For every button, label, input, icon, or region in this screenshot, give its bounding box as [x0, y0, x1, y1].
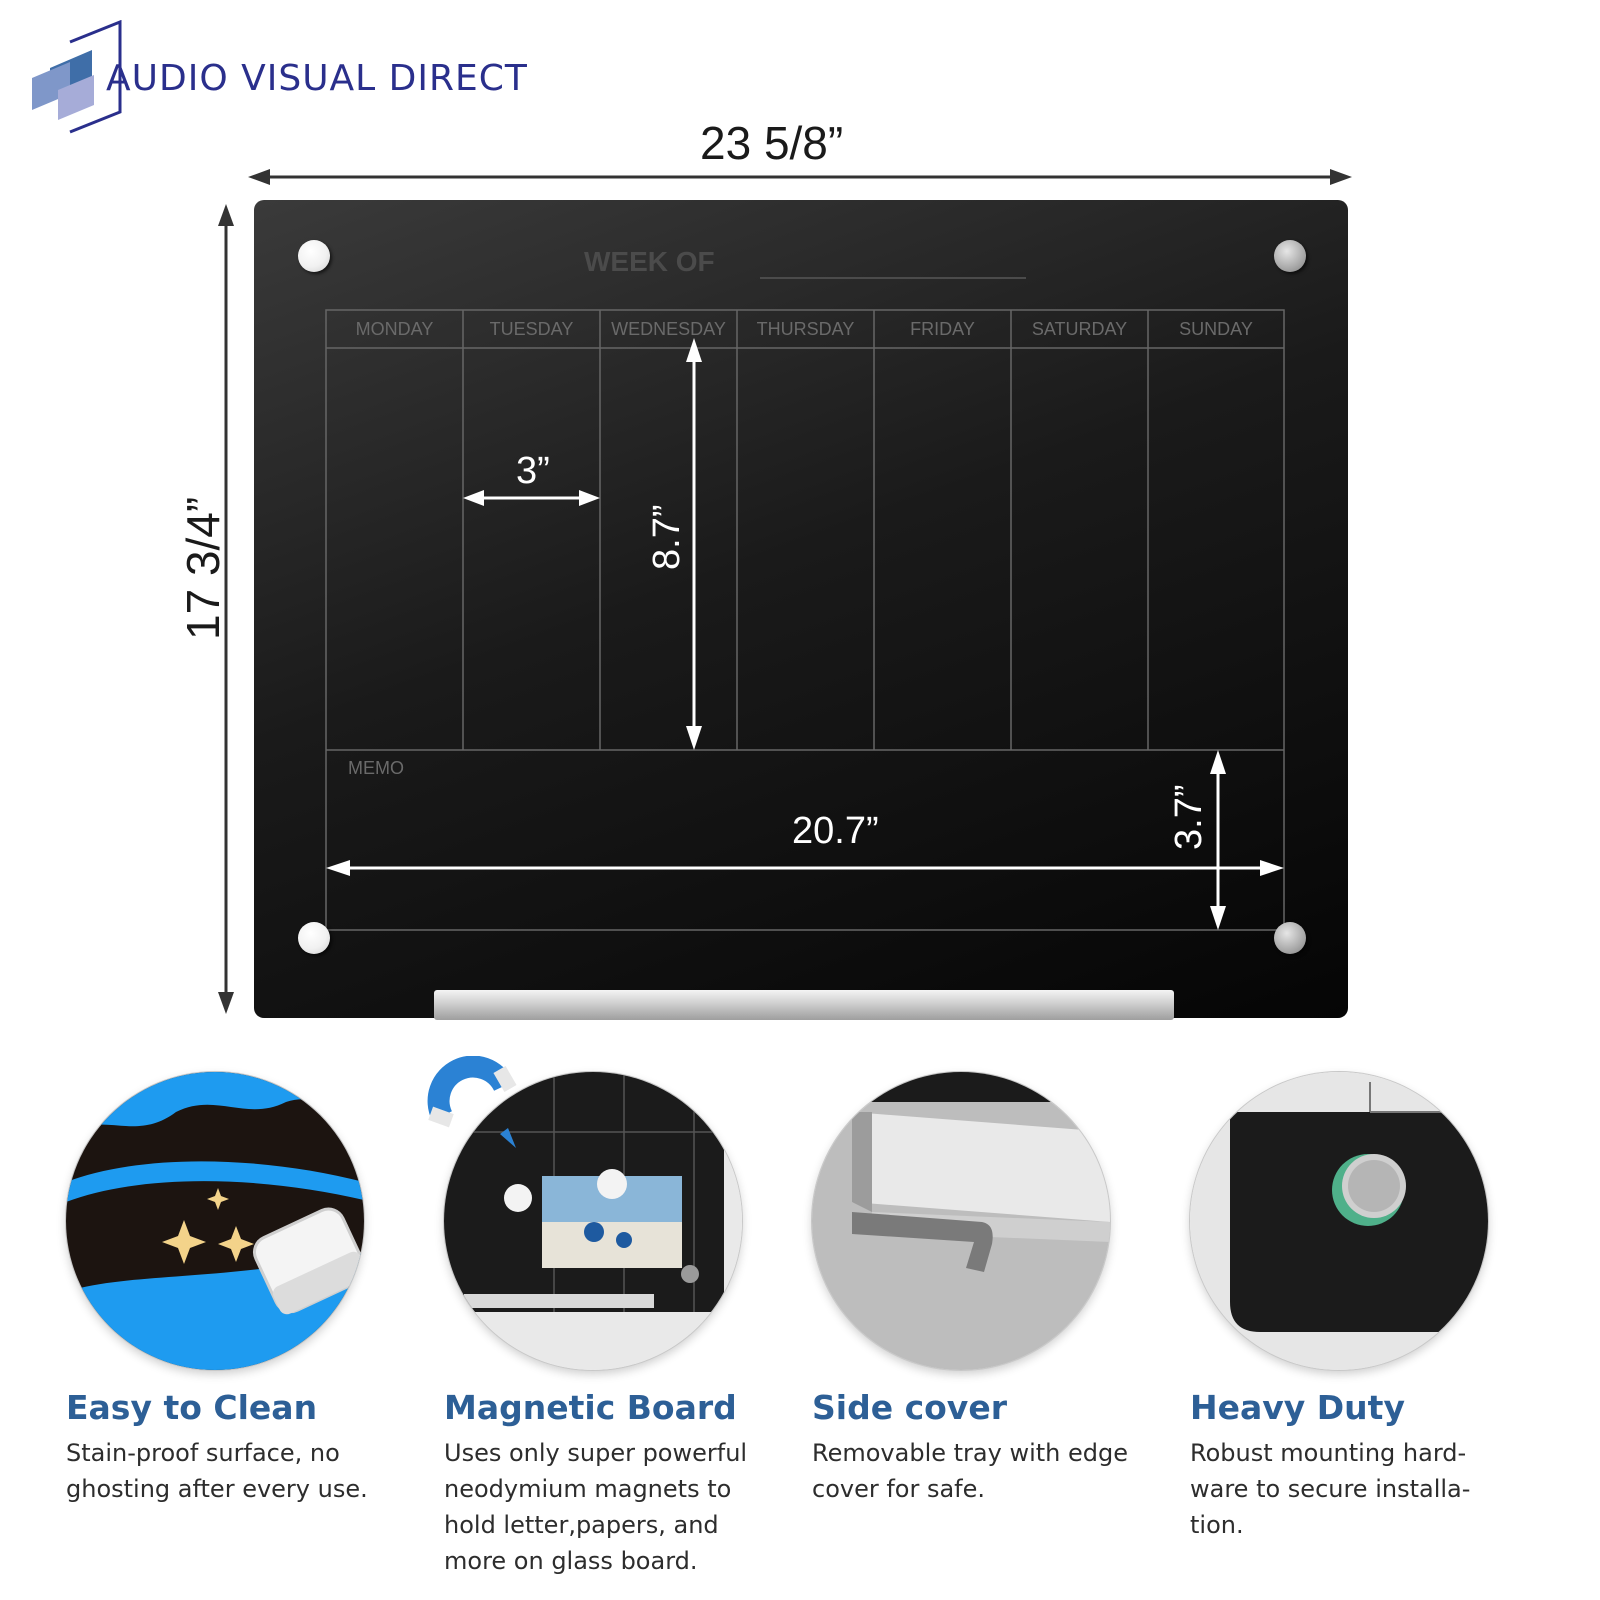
memo-label: MEMO: [348, 758, 404, 778]
feature-title: Magnetic Board: [444, 1388, 737, 1427]
feature-easy-to-clean: Easy to Clean Stain-proof surface, no gh…: [66, 1072, 396, 1507]
memo-height-label: 3.7”: [1168, 784, 1210, 850]
mounting-pin-icon: [1190, 1072, 1488, 1370]
feature-description: Robust mounting hard-ware to secure inst…: [1190, 1439, 1471, 1539]
marker-tray: [434, 990, 1174, 1020]
feature-description: Stain-proof surface, no ghosting after e…: [66, 1439, 368, 1503]
week-of-line: [760, 277, 1026, 279]
tray-cover-icon: [812, 1072, 1110, 1370]
week-of-title: WEEK OF: [584, 246, 715, 277]
day-header-wednesday: WEDNESDAY: [611, 319, 726, 339]
overall-height-label: 17 3/4”: [177, 496, 229, 640]
feature-title: Side cover: [812, 1388, 1007, 1427]
brand-name: AUDIO VISUAL DIRECT: [106, 58, 528, 99]
magnet-icon: [444, 1072, 742, 1370]
mount-pin-bottom-left: [298, 922, 330, 954]
mount-pin-top-right: [1274, 240, 1306, 272]
brand-logo-mark-icon: [32, 20, 122, 134]
feature-heavy-duty: Heavy Duty Robust mounting hard-ware to …: [1190, 1072, 1520, 1543]
day-header-monday: MONDAY: [355, 319, 434, 339]
measurement-arrows: [326, 338, 1284, 930]
feature-side-cover: Side cover Removable tray with edge cove…: [812, 1072, 1142, 1507]
feature-magnetic-board: Magnetic Board Uses only super powerful …: [427, 1056, 774, 1579]
glass-board: WEEK OF MONDAY TUESDAY WEDNESDAY THURSDA…: [254, 200, 1348, 1020]
mount-pin-top-left: [298, 240, 330, 272]
day-header-tuesday: TUESDAY: [489, 319, 574, 339]
day-header-saturday: SATURDAY: [1031, 319, 1128, 339]
horseshoe-magnet-icon: [427, 1056, 517, 1148]
overall-width-arrow: [248, 169, 1352, 185]
feature-description: Uses only super powerful neodymium magne…: [444, 1439, 748, 1575]
column-width-label: 3”: [516, 450, 550, 492]
feature-title: Heavy Duty: [1190, 1388, 1405, 1427]
mount-pin-bottom-right: [1274, 922, 1306, 954]
eraser-cleaning-icon: [66, 1072, 364, 1370]
memo-width-label: 20.7”: [792, 810, 879, 852]
feature-description: Removable tray with edge cover for safe.: [812, 1439, 1128, 1503]
day-header-sunday: SUNDAY: [1179, 319, 1253, 339]
overall-width-label: 23 5/8”: [700, 117, 844, 169]
board-grid: [325, 309, 1285, 931]
brand-logo: AUDIO VISUAL DIRECT: [22, 20, 642, 145]
column-height-label: 8.7”: [646, 504, 688, 570]
day-header-thursday: THURSDAY: [756, 319, 855, 339]
overall-height-arrow: [218, 204, 234, 1014]
day-header-friday: FRIDAY: [910, 319, 975, 339]
feature-title: Easy to Clean: [66, 1388, 318, 1427]
